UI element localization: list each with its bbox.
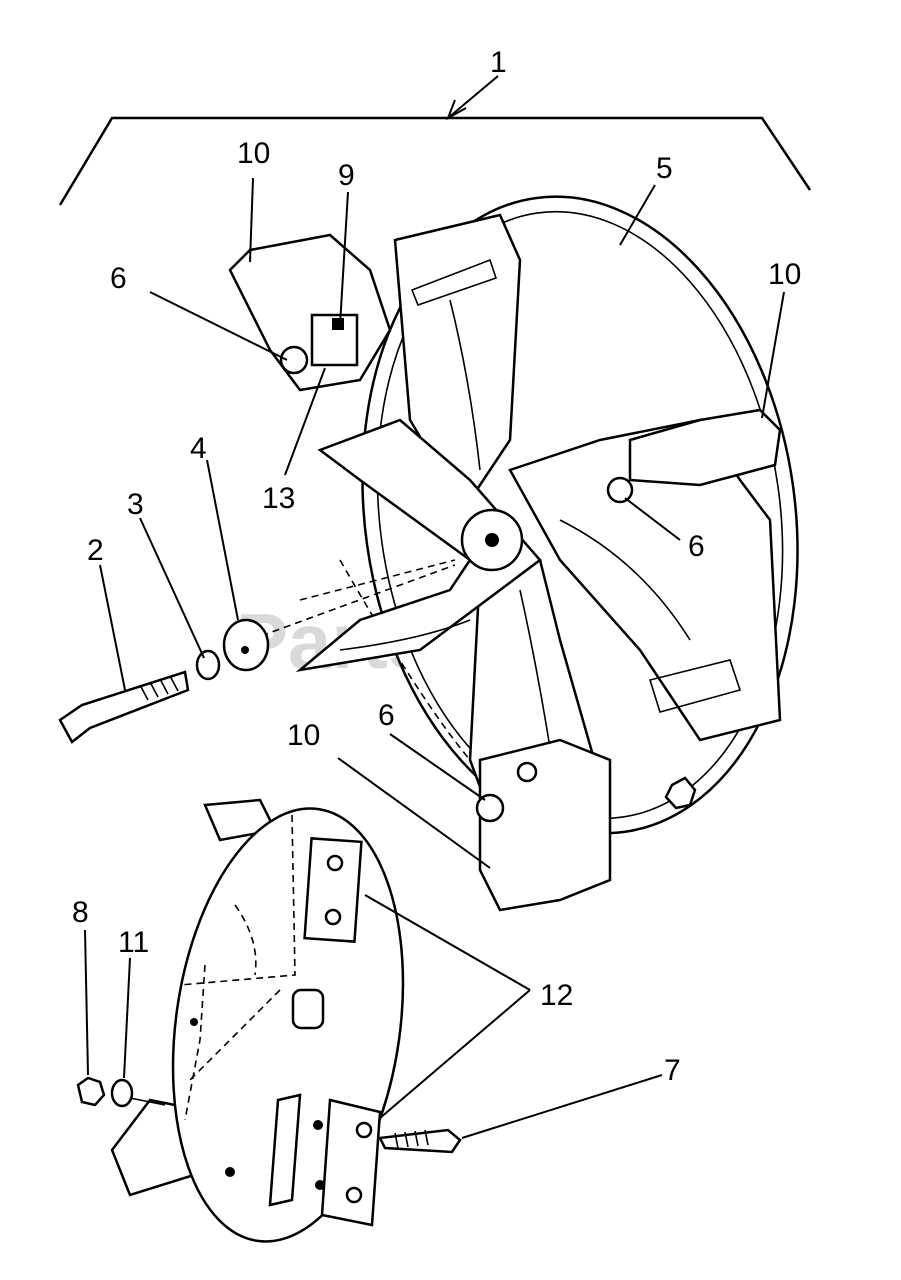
callout-10-upper: 10 — [237, 137, 270, 170]
callout-11: 11 — [118, 926, 149, 959]
bolt — [58, 670, 190, 744]
impeller-disc-assembly — [228, 195, 799, 912]
hex-nut — [76, 1076, 106, 1107]
bolt-assembly — [58, 564, 456, 744]
callout-6-right: 6 — [688, 530, 705, 563]
washer — [110, 1078, 134, 1108]
scraper-plate-assembly — [76, 798, 462, 1243]
lower-bearing-block — [478, 738, 612, 912]
callouts: 1 10 9 5 6 10 4 13 3 2 6 6 10 8 11 12 7 — [72, 46, 801, 1087]
right-blade-arm — [508, 418, 782, 742]
callout-12: 12 — [540, 979, 573, 1012]
callout-5: 5 — [656, 152, 673, 185]
screw — [378, 1128, 462, 1154]
callout-10-lower: 10 — [287, 719, 320, 752]
callout-9: 9 — [338, 159, 355, 192]
callout-13: 13 — [262, 482, 295, 515]
upper-blade-arm — [393, 213, 522, 502]
flat-washer — [222, 618, 270, 672]
leader-lines — [84, 177, 785, 1139]
callout-10-right: 10 — [768, 258, 801, 291]
callout-4: 4 — [190, 432, 207, 465]
upper-bearing-block — [228, 233, 392, 392]
lock-washer — [195, 649, 221, 681]
callout-2: 2 — [87, 534, 104, 567]
scraper-bar — [320, 1098, 382, 1227]
callout-6-upper: 6 — [110, 262, 127, 295]
callout-3: 3 — [127, 488, 144, 521]
right-bearing-block — [628, 408, 782, 487]
callout-7: 7 — [664, 1054, 681, 1087]
callout-1: 1 — [490, 46, 507, 79]
assembly-bracket — [58, 75, 812, 206]
callout-8: 8 — [72, 896, 89, 929]
callout-6-lower: 6 — [378, 699, 395, 732]
